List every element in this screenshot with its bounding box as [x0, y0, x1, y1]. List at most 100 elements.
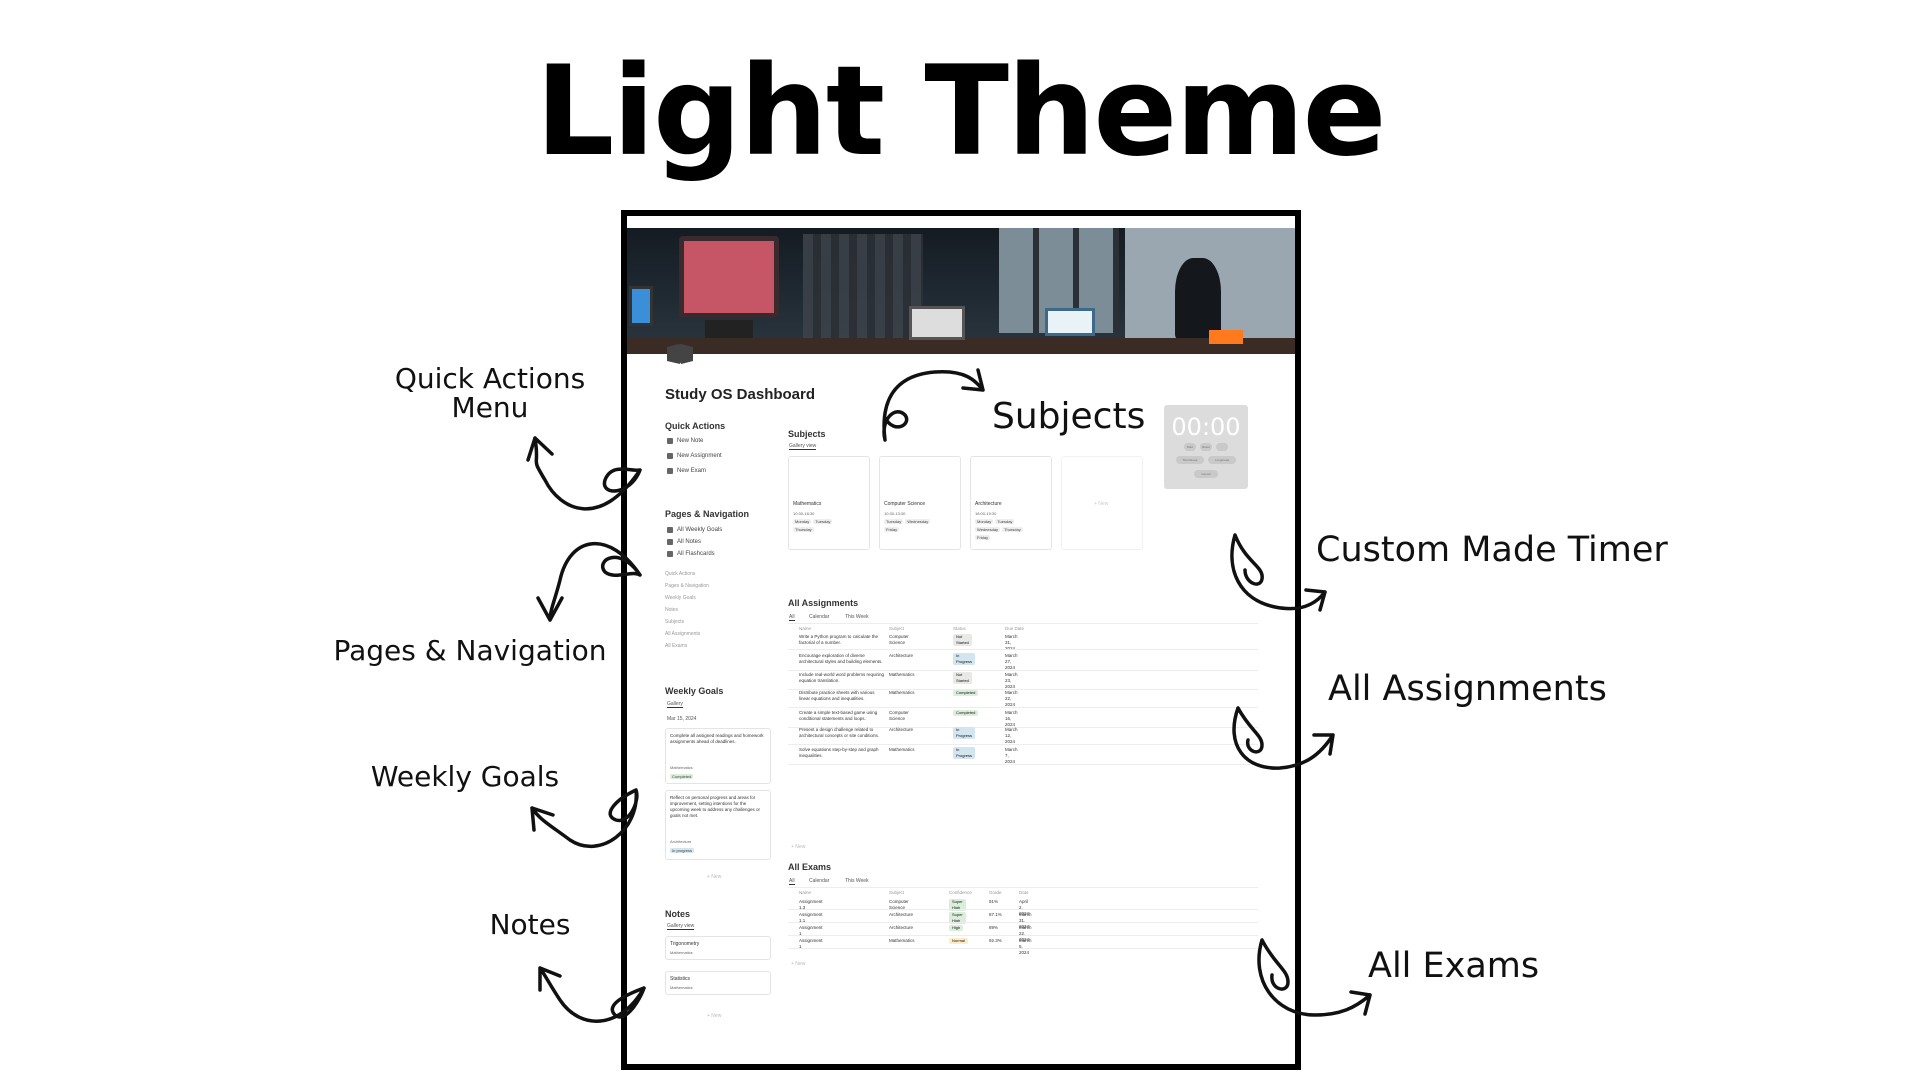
- exam-subject: Computer Science: [889, 899, 909, 910]
- subject-name: Mathematics: [793, 501, 822, 507]
- subject-name: Computer Science: [884, 501, 926, 507]
- subject-new-card[interactable]: + New: [1061, 456, 1143, 550]
- row-divider: [788, 727, 1258, 728]
- status-badge: In Progress: [953, 727, 975, 739]
- exams-tab-all[interactable]: All: [789, 878, 795, 885]
- column-header: Due Date: [1005, 626, 1025, 631]
- toc-link[interactable]: Quick Actions: [665, 571, 696, 577]
- note-card[interactable]: Trigonometry Mathematics: [665, 936, 771, 960]
- assignment-name: Distribute practice sheets with various …: [799, 690, 875, 701]
- annotation-assignments: All Assignments: [1328, 669, 1607, 709]
- exam-grade: 89%: [989, 925, 999, 930]
- all-flashcards-link[interactable]: All Flashcards: [667, 549, 715, 559]
- assignments-tab-calendar[interactable]: Calendar: [809, 614, 830, 620]
- column-header: Subject: [889, 626, 905, 631]
- day-tag: Monday: [793, 519, 812, 524]
- exam-grade: 91%: [989, 899, 999, 904]
- subjects-new-button[interactable]: + New: [1094, 501, 1109, 507]
- timer-start-button[interactable]: Start: [1184, 443, 1196, 451]
- timer-skip-button[interactable]: [1216, 443, 1228, 451]
- column-header: Status: [953, 626, 966, 631]
- weekly-goal-card[interactable]: Complete all assigned readings and homew…: [665, 728, 771, 784]
- exam-date: March 22, 2024: [1019, 925, 1032, 942]
- toc-link[interactable]: Weekly Goals: [665, 595, 696, 601]
- annotation-weekly-goals: Weekly Goals: [370, 760, 560, 793]
- row-divider: [788, 948, 1258, 949]
- toc-link[interactable]: Subjects: [665, 619, 685, 625]
- exams-tab-calendar[interactable]: Calendar: [809, 878, 830, 884]
- cancel-button[interactable]: Cancel: [1194, 470, 1218, 478]
- longbreak-button[interactable]: Longbreak: [1208, 456, 1236, 464]
- pages-navigation-heading: Pages & Navigation: [665, 509, 750, 519]
- assignment-subject: Mathematics: [889, 747, 915, 752]
- row-divider: [788, 909, 1258, 910]
- annotation-timer: Custom Made Timer: [1316, 530, 1668, 570]
- weekly-goals-view-tab[interactable]: Gallery: [667, 701, 683, 708]
- day-tag: Tuesday: [813, 519, 833, 524]
- row-divider: [788, 935, 1258, 936]
- note-card[interactable]: Statistics Mathematics: [665, 971, 771, 995]
- notes-view-tab[interactable]: Gallery view: [667, 923, 695, 930]
- toc-link[interactable]: All Exams: [665, 643, 688, 649]
- subject-name: Architecture: [975, 501, 1002, 507]
- assignments-new-button[interactable]: + New: [791, 844, 806, 850]
- toc-link[interactable]: All Assignments: [665, 631, 701, 637]
- assignments-tab-all[interactable]: All: [789, 614, 795, 621]
- shortbreak-button[interactable]: Shortbreak: [1176, 456, 1204, 464]
- weekly-goals-new-button[interactable]: + New: [707, 874, 722, 880]
- column-header: Subject: [889, 890, 905, 895]
- subjects-view-tab[interactable]: Gallery view: [789, 443, 817, 450]
- weekly-goal-subject: Mathematics: [670, 765, 693, 770]
- note-title: Statistics: [670, 976, 691, 982]
- status-badge: Completed: [670, 774, 694, 779]
- column-header: Date: [1019, 890, 1029, 895]
- notes-new-button[interactable]: + New: [707, 1013, 722, 1019]
- cover-banner: [627, 228, 1295, 354]
- assignment-subject: Computer Science: [889, 710, 909, 721]
- new-assignment-button[interactable]: New Assignment: [667, 451, 722, 461]
- status-badge: In Progress: [953, 653, 975, 665]
- assignment-due-date: March 7, 2024: [1005, 747, 1018, 764]
- subjects-heading: Subjects: [788, 429, 826, 439]
- all-notes-link[interactable]: All Notes: [667, 537, 701, 547]
- row-divider: [788, 764, 1258, 765]
- assignment-due-date: March 12, 2024: [1005, 727, 1018, 744]
- column-header: Name: [799, 626, 812, 631]
- assignment-due-date: March 31, 2024: [1005, 634, 1018, 651]
- subject-time: 10:30-13:30: [884, 511, 906, 516]
- day-tag: Wednesday: [905, 519, 931, 524]
- banner-tv: [679, 236, 779, 318]
- arrow-exams: [1257, 938, 1372, 1017]
- exam-grade: 87.1%: [989, 912, 1002, 917]
- exams-tab-this-week[interactable]: This Week: [845, 878, 869, 884]
- subject-time: 18:00-19:30: [975, 511, 997, 516]
- status-badge: Not Started: [953, 672, 972, 684]
- exam-name: Assignment 1.3: [799, 899, 823, 910]
- column-header: Grade: [989, 890, 1002, 895]
- banner-cat: [1175, 258, 1221, 342]
- toc-link[interactable]: Pages & Navigation: [665, 583, 709, 589]
- new-exam-button[interactable]: New Exam: [667, 466, 706, 476]
- new-note-button[interactable]: New Note: [667, 436, 703, 446]
- arrow-subjects: [882, 368, 985, 442]
- toc-link[interactable]: Notes: [665, 607, 679, 613]
- row-divider: [788, 649, 1258, 650]
- exams-new-button[interactable]: + New: [791, 961, 806, 967]
- timer-reset-button[interactable]: Reset: [1200, 443, 1212, 451]
- assignments-tab-this-week[interactable]: This Week: [845, 614, 869, 620]
- all-weekly-goals-link[interactable]: All Weekly Goals: [667, 525, 722, 535]
- confidence-badge: Super High: [949, 912, 966, 924]
- assignment-subject: Architecture: [889, 653, 914, 658]
- weekly-goal-card[interactable]: Reflect on personal progress and areas f…: [665, 790, 771, 860]
- assignment-name: Include real-world word problems requiri…: [799, 672, 885, 683]
- weekly-goals-group[interactable]: Mar 15, 2024: [667, 716, 697, 722]
- row-divider: [788, 707, 1258, 708]
- assignment-due-date: March 22, 2024: [1005, 690, 1018, 707]
- column-header: Confidence: [949, 890, 972, 895]
- banner-desk: [627, 338, 1295, 354]
- arrow-quick-actions: [526, 436, 642, 511]
